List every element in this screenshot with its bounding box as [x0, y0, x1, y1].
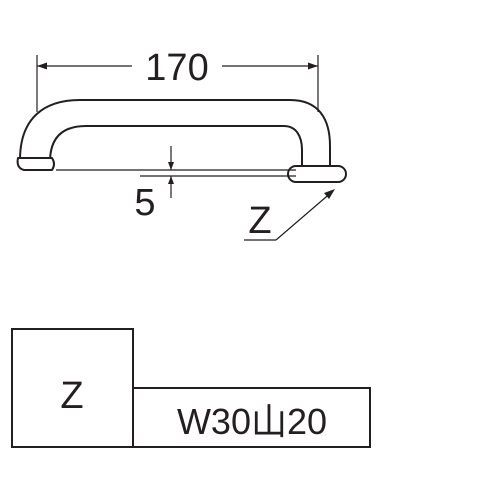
z-leader-diagonal: [275, 190, 334, 241]
dimension-label-5: 5: [134, 182, 155, 224]
inlet-end-cap: [16, 157, 55, 171]
z-leader-arrowhead: [324, 189, 335, 199]
spec-table-value-cell: [132, 387, 371, 448]
arrowhead-right: [308, 62, 318, 70]
spout-outer-outline: [19, 99, 331, 171]
spout-pipe: [19, 99, 331, 171]
z-callout-leader: [244, 189, 335, 241]
outlet-tip: [287, 165, 347, 183]
spec-table-value: W30山20: [177, 401, 327, 442]
dimension-170: [36, 55, 319, 112]
dim5-arrow-bottom: [168, 176, 174, 184]
z-callout-label: Z: [248, 200, 271, 242]
dim5-arrow-top: [168, 162, 174, 170]
dimension-5: [56, 146, 296, 198]
arrowhead-left: [37, 62, 47, 70]
spec-table: [11, 328, 371, 448]
spec-table-key: Z: [60, 375, 83, 417]
dimension-label-170: 170: [145, 47, 208, 89]
spout-inner-outline: [49, 125, 303, 171]
